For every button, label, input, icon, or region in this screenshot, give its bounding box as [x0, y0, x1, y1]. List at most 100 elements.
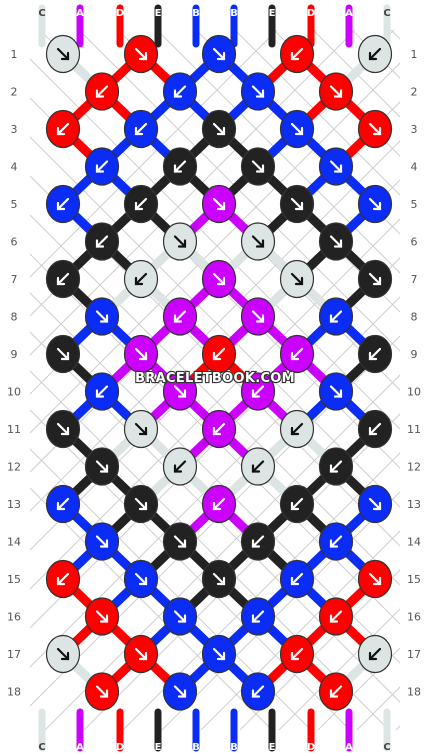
row-number-right: 15 — [407, 573, 421, 586]
arrow-down-right-icon — [290, 197, 304, 211]
knot-r1-3 — [201, 34, 237, 74]
knot-r5-4 — [279, 184, 315, 224]
row-number-left: 12 — [7, 461, 21, 474]
arrow-down-left-icon — [173, 460, 187, 473]
knot-r8-1 — [84, 297, 120, 336]
knot-r2-4 — [318, 72, 354, 111]
knot-r18-4 — [318, 672, 354, 711]
knot-r3-5 — [357, 109, 393, 149]
knot-r7-5 — [357, 259, 393, 299]
knot-r14-2 — [162, 522, 198, 561]
strand-label-top-5: B — [192, 8, 200, 19]
row-number-right: 11 — [407, 423, 421, 436]
strand-label-top-2: A — [76, 8, 84, 19]
knot-r2-3 — [240, 72, 276, 111]
arrow-down-right-icon — [173, 235, 187, 248]
knot-r9-3 — [201, 334, 237, 374]
strand-label-bottom-2: A — [76, 742, 84, 753]
knot-r1-1 — [45, 34, 81, 74]
row-number-right: 3 — [411, 123, 418, 136]
row-number-right: 7 — [411, 273, 418, 286]
knot-r6-3 — [240, 222, 276, 261]
row-number-right: 14 — [407, 536, 421, 549]
arrow-down-left-icon — [329, 610, 343, 623]
arrow-down-right-icon — [173, 685, 187, 698]
knot-r4-4 — [318, 147, 354, 186]
knot-r4-2 — [162, 147, 198, 186]
knot-r4-3 — [240, 147, 276, 186]
knot-r17-2 — [123, 634, 159, 674]
row-number-right: 2 — [411, 86, 418, 99]
knot-r7-3 — [201, 259, 237, 299]
strand-label-top-3: D — [116, 8, 124, 19]
knot-r3-3 — [201, 109, 237, 149]
knot-r16-2 — [162, 597, 198, 636]
knot-r13-5 — [357, 484, 393, 524]
arrow-down-left-icon — [212, 347, 226, 361]
row-number-right: 1 — [411, 48, 418, 61]
arrow-down-left-icon — [290, 47, 304, 61]
arrow-down-left-icon — [134, 272, 148, 286]
row-number-left: 13 — [7, 498, 21, 511]
knot-layer — [45, 34, 393, 711]
row-number-right: 6 — [411, 236, 418, 249]
row-number-left: 18 — [7, 686, 21, 699]
arrow-down-right-icon — [368, 272, 382, 286]
row-number-right: 17 — [407, 648, 421, 661]
arrow-down-left-icon — [95, 235, 109, 248]
knot-r2-1 — [84, 72, 120, 111]
arrow-down-left-icon — [329, 685, 343, 698]
arrow-down-left-icon — [290, 572, 304, 586]
strand-label-top-6: B — [230, 8, 238, 19]
arrow-down-left-icon — [251, 685, 265, 698]
row-number-left: 8 — [11, 311, 18, 324]
strand-label-bottom-10: C — [383, 742, 390, 753]
arrow-down-right-icon — [329, 385, 343, 398]
knot-r2-2 — [162, 72, 198, 111]
arrow-down-right-icon — [95, 610, 109, 623]
arrow-down-left-icon — [134, 197, 148, 211]
arrow-down-left-icon — [368, 647, 382, 661]
knot-r9-2 — [123, 334, 159, 374]
strand-label-bottom-8: D — [307, 742, 315, 753]
arrow-down-right-icon — [368, 197, 382, 211]
arrow-down-right-icon — [212, 47, 226, 61]
arrow-down-left-icon — [56, 197, 70, 211]
arrow-down-right-icon — [56, 347, 70, 361]
knot-r17-5 — [357, 634, 393, 674]
strand-label-top-8: D — [307, 8, 315, 19]
arrow-down-left-icon — [173, 85, 187, 98]
knot-r7-4 — [279, 259, 315, 299]
knot-r5-5 — [357, 184, 393, 224]
arrow-down-left-icon — [95, 160, 109, 173]
knot-r5-3 — [201, 184, 237, 224]
row-number-right: 5 — [411, 198, 418, 211]
knot-r1-4 — [279, 34, 315, 74]
arrow-down-right-icon — [212, 122, 226, 136]
knot-r10-3 — [240, 372, 276, 411]
arrow-down-right-icon — [134, 572, 148, 586]
arrow-down-left-icon — [173, 310, 187, 323]
row-number-right: 4 — [411, 161, 418, 174]
knot-r9-4 — [279, 334, 315, 374]
arrow-down-right-icon — [212, 572, 226, 586]
strand-label-bottom-5: B — [192, 742, 200, 753]
arrow-down-right-icon — [173, 610, 187, 623]
knot-r10-4 — [318, 372, 354, 411]
knot-r17-4 — [279, 634, 315, 674]
knot-r6-1 — [84, 222, 120, 261]
knot-r8-4 — [318, 297, 354, 336]
row-number-right: 16 — [407, 611, 421, 624]
arrow-down-right-icon — [329, 160, 343, 173]
knot-r15-3 — [201, 559, 237, 599]
arrow-down-left-icon — [290, 422, 304, 436]
strand-label-top-4: E — [155, 8, 162, 19]
strand-label-top-1: C — [38, 8, 45, 19]
arrow-down-left-icon — [368, 47, 382, 61]
arrow-down-left-icon — [56, 272, 70, 286]
strand-label-bottom-7: E — [269, 742, 276, 753]
arrow-down-left-icon — [95, 385, 109, 398]
knot-r7-1 — [45, 259, 81, 299]
row-number-right: 10 — [407, 386, 421, 399]
